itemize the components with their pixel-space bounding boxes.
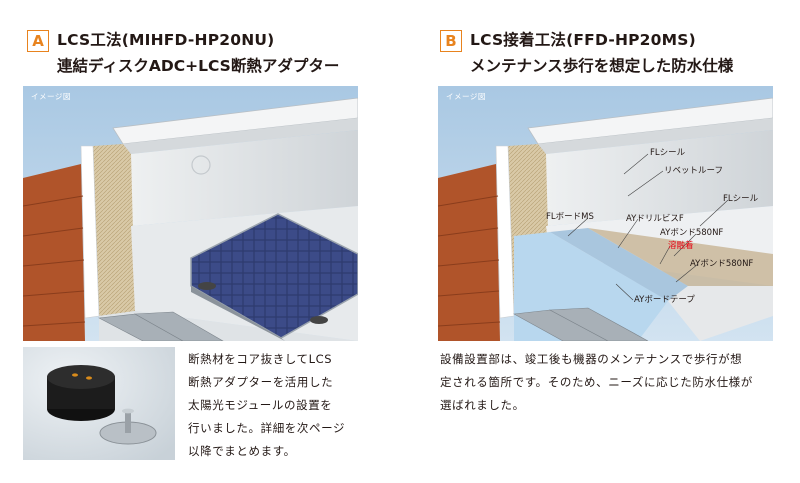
panel-b-desc-line: 設備設置部は、竣工後も機器のメンテナンスで歩行が想 <box>440 352 743 366</box>
panel-b-image-label: イメージ図 <box>446 92 486 101</box>
panel-b-title-line2: メンテナンス歩行を想定した防水仕様 <box>470 57 734 75</box>
panel-b-description: 設備設置部は、竣工後も機器のメンテナンスで歩行が想 定される箇所です。そのため、… <box>440 348 785 417</box>
panel-b-desc-line: 定される箇所です。そのため、ニーズに応じた防水仕様が <box>440 375 753 389</box>
callout-ay-bond-1: AYボンド580NF <box>660 228 724 238</box>
callout-fl-sheet-1: FLシール <box>650 148 686 158</box>
panel-a-desc-line: 行いました。詳細を次ページ <box>188 421 346 435</box>
adapter-photo <box>23 347 175 460</box>
roof-waterproof-illustration <box>438 86 773 341</box>
panel-a-illustration: イメージ図 <box>23 86 358 341</box>
panel-a-desc-line: 断熱材をコア抜きしてLCS <box>188 352 333 366</box>
panel-a-heading: A LCS工法(MIHFD-HP20NU) 連結ディスクADC+LCS断熱アダプ… <box>27 28 339 78</box>
callout-ay-drill-screw: AYドリルビスF <box>626 214 684 224</box>
callout-fl-sheet-2: FLシール <box>723 194 759 204</box>
panel-b-heading: B LCS接着工法(FFD-HP20MS) メンテナンス歩行を想定した防水仕様 <box>440 28 733 78</box>
panel-a-desc-line: 断熱アダプターを活用した <box>188 375 334 389</box>
panel-a-title-line2: 連結ディスクADC+LCS断熱アダプター <box>57 57 340 75</box>
panel-a-description: 断熱材をコア抜きしてLCS 断熱アダプターを活用した 太陽光モジュールの設置を … <box>188 348 368 463</box>
callout-ay-bond-2: AYボンド580NF <box>690 259 754 269</box>
adapter-photo-drawing <box>23 347 175 460</box>
callout-fl-board-ms: FLボードMS <box>546 212 594 222</box>
panel-b-desc-line: 選ばれました。 <box>440 398 525 412</box>
panel-a-desc-line: 以降でまとめます。 <box>188 444 296 458</box>
panel-a-badge: A <box>27 30 49 52</box>
panel-b-title-line1: LCS接着工法(FFD-HP20MS) <box>470 31 696 49</box>
panel-a-title-line1: LCS工法(MIHFD-HP20NU) <box>57 31 275 49</box>
roof-solar-illustration <box>23 86 358 341</box>
panel-a-image-label: イメージ図 <box>31 92 71 101</box>
panel-b-badge: B <box>440 30 462 52</box>
panel-a-desc-line: 太陽光モジュールの設置を <box>188 398 333 412</box>
callout-solvent-weld: 溶融着 <box>668 241 694 251</box>
callout-rivet-roof: リベットルーフ <box>664 166 723 176</box>
callout-ay-board-tape: AYボードテープ <box>634 295 695 305</box>
panel-b-illustration: イメージ図 FLシール リベットルーフ FLシール FLボードMS AYドリルビ… <box>438 86 773 341</box>
